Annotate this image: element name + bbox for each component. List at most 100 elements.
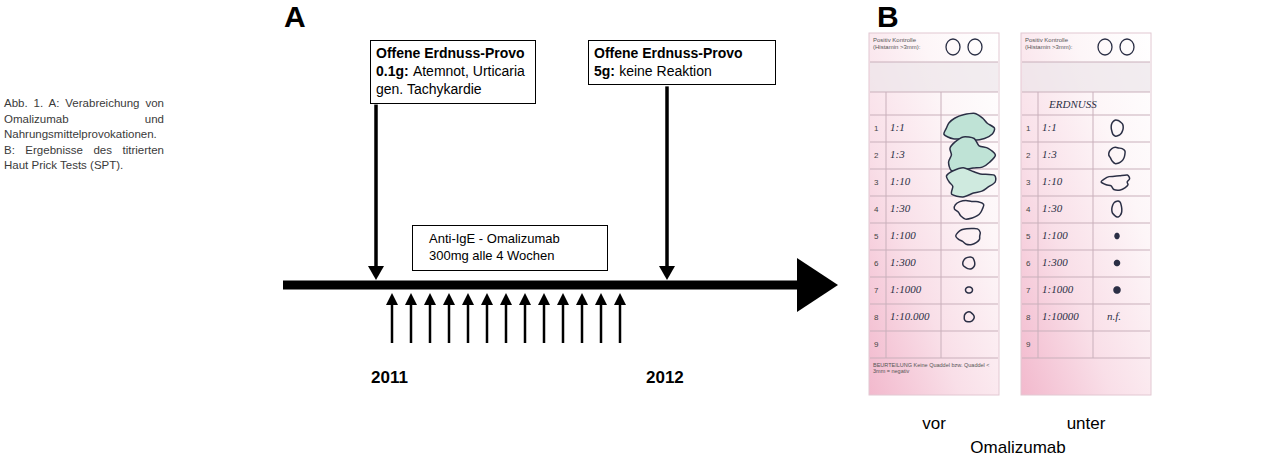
dose-arrowhead <box>576 293 588 305</box>
condition-label: vor <box>922 414 946 434</box>
grid-line <box>941 92 942 358</box>
grid-line <box>870 331 998 332</box>
panel-letter: A <box>284 0 306 35</box>
dose-arrow <box>429 303 432 343</box>
dilution-label: 1:10000 <box>1042 310 1079 323</box>
row-number: 1 <box>874 124 878 133</box>
dilution-label: 1:300 <box>890 256 916 269</box>
grid-line <box>1022 92 1150 93</box>
dose-arrowhead <box>557 293 569 305</box>
row-number: 3 <box>1026 178 1030 187</box>
control-wheal <box>1098 39 1112 55</box>
row-number: 3 <box>874 178 878 187</box>
dose-arrow <box>391 303 394 343</box>
box-heading: Offene Erdnuss-Provo <box>376 45 525 61</box>
dose-arrow <box>562 303 565 343</box>
row-number: 7 <box>874 286 878 295</box>
box-text: 0.1g: <box>376 63 409 79</box>
grid-line <box>870 169 998 170</box>
row-number: 1 <box>1026 124 1030 133</box>
dilution-label: 1:300 <box>1042 256 1068 269</box>
dose-arrow <box>543 303 546 343</box>
dose-arrowhead <box>519 293 531 305</box>
allergen-name: ERDNUSS <box>1049 98 1097 111</box>
wheal-outline <box>1112 201 1122 217</box>
control-wheal <box>968 39 982 55</box>
timeline <box>283 281 800 290</box>
row-number: 9 <box>1026 340 1030 349</box>
wheal-outline <box>944 113 995 140</box>
grid-line <box>870 304 998 305</box>
row-number: 4 <box>874 205 878 214</box>
card-grid <box>870 39 998 358</box>
grid-line <box>870 277 998 278</box>
grid-line <box>1022 142 1150 143</box>
row-number: 6 <box>1026 259 1030 268</box>
dilution-label: 1:3 <box>1042 148 1057 161</box>
dose-arrowhead <box>538 293 550 305</box>
row-number: 5 <box>1026 232 1030 241</box>
dose-arrowhead <box>443 293 455 305</box>
row-number: 5 <box>874 232 878 241</box>
wheal-outline <box>1111 120 1123 136</box>
grid-line <box>1093 92 1094 358</box>
grid-line <box>1022 196 1150 197</box>
test-card <box>1021 33 1151 395</box>
year-label: 2012 <box>646 368 684 388</box>
grid-line <box>1022 358 1150 359</box>
row-number: 7 <box>1026 286 1030 295</box>
event-arrowhead <box>368 266 384 280</box>
dose-arrow <box>467 303 470 343</box>
dose-arrowhead <box>614 293 626 305</box>
dilution-label: 1:100 <box>890 229 916 242</box>
card-band <box>870 62 998 92</box>
dose-arrow <box>524 303 527 343</box>
dose-arrowhead <box>386 293 398 305</box>
dose-arrow <box>600 303 603 343</box>
dose-arrow <box>448 303 451 343</box>
timeline-arrowhead <box>797 258 838 312</box>
dose-arrowhead <box>481 293 493 305</box>
grid-line <box>870 223 998 224</box>
condition-label: unter <box>1067 414 1106 434</box>
wheal-outline <box>946 168 995 197</box>
grid-line <box>1022 304 1150 305</box>
dilution-label: 1:10 <box>1042 175 1062 188</box>
year-label: 2011 <box>371 368 408 388</box>
dilution-label: 1:10 <box>890 175 910 188</box>
dose-arrow <box>410 303 413 343</box>
wheal-outline <box>963 257 975 269</box>
grid-line <box>1038 92 1039 358</box>
wheal-outline <box>1114 287 1120 293</box>
event-arrow <box>374 105 378 268</box>
wheal-outline <box>1109 147 1125 163</box>
event-arrow <box>665 86 669 268</box>
provocation-box: Offene Erdnuss-Provo5g:keine Reaktion <box>588 40 776 85</box>
dilution-label: 1:30 <box>890 202 910 215</box>
dose-arrow <box>619 303 622 343</box>
dose-arrowhead <box>500 293 512 305</box>
row-number: 8 <box>1026 313 1030 322</box>
test-card <box>869 33 999 395</box>
dilution-label: 1:3 <box>890 148 905 161</box>
dilution-label: 1:1000 <box>890 283 921 296</box>
box-text: 5g: <box>594 63 615 79</box>
grid-line <box>1022 250 1150 251</box>
wheal-outline <box>964 312 974 322</box>
provocation-box: Offene Erdnuss-Provo0.1g:Atemnot, Urtica… <box>370 40 536 104</box>
dilution-label: 1:1 <box>890 121 905 134</box>
dose-arrowhead <box>405 293 417 305</box>
wheal-outline <box>1101 175 1129 190</box>
dilution-label: 1:30 <box>1042 202 1062 215</box>
grid-line <box>870 358 998 359</box>
grid-line <box>870 196 998 197</box>
grid-line <box>870 62 998 63</box>
grid-line <box>1022 62 1150 63</box>
dose-arrowhead <box>424 293 436 305</box>
event-arrowhead <box>659 266 675 280</box>
box-heading: Offene Erdnuss-Provo <box>594 45 743 61</box>
dilution-label: 1:1 <box>1042 121 1057 134</box>
row-number: 4 <box>1026 205 1030 214</box>
control-wheal <box>1120 39 1134 55</box>
